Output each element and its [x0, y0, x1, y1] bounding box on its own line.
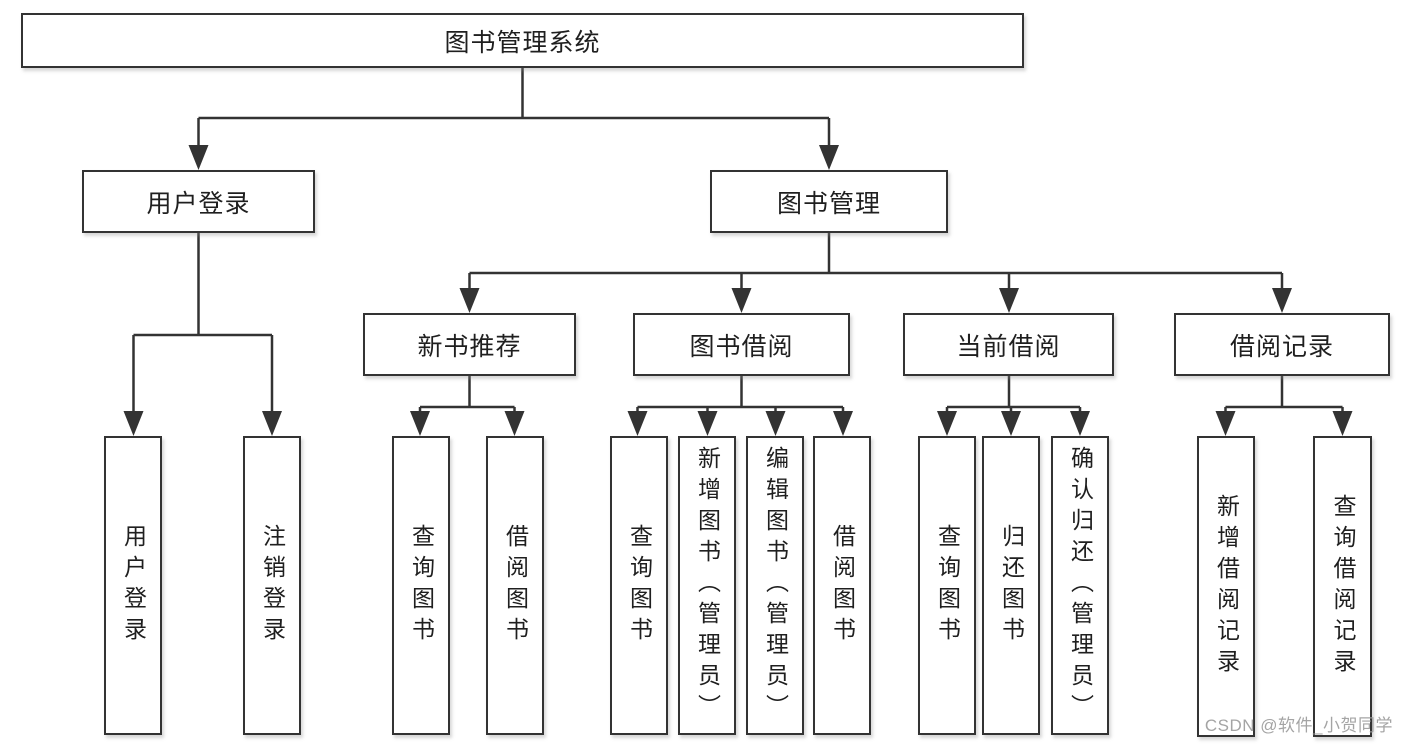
leaf-borrow-books: 借阅图书	[813, 436, 871, 735]
node-user-login: 用户登录	[82, 170, 315, 233]
leaf-confirm-return-admin: 确认归还（管理员）	[1051, 436, 1109, 735]
leaf-query-borrow-record: 查询借阅记录	[1313, 436, 1372, 737]
leaf-user-login: 用户登录	[104, 436, 162, 735]
leaf-add-books-admin: 新增图书（管理员）	[678, 436, 736, 735]
node-book-borrowing: 图书借阅	[633, 313, 850, 376]
node-book-management: 图书管理	[710, 170, 948, 233]
leaf-add-borrow-record: 新增借阅记录	[1197, 436, 1255, 737]
leaf-edit-books-admin: 编辑图书（管理员）	[746, 436, 804, 735]
node-library-management-system: 图书管理系统	[21, 13, 1024, 68]
watermark: CSDN @软件_小贺同学	[1204, 716, 1393, 735]
node-borrowing-records: 借阅记录	[1174, 313, 1390, 376]
node-new-book-recommendation: 新书推荐	[363, 313, 576, 376]
node-current-borrowing: 当前借阅	[903, 313, 1114, 376]
leaf-query-books-recommend: 查询图书	[392, 436, 450, 735]
leaf-return-books: 归还图书	[982, 436, 1040, 735]
leaf-logout: 注销登录	[243, 436, 301, 735]
arrowheads	[123, 145, 1353, 436]
tree-edges	[132, 68, 1344, 414]
leaf-query-books-current: 查询图书	[918, 436, 976, 735]
leaf-query-books-borrow: 查询图书	[610, 436, 668, 735]
leaf-borrow-books-recommend: 借阅图书	[486, 436, 544, 735]
